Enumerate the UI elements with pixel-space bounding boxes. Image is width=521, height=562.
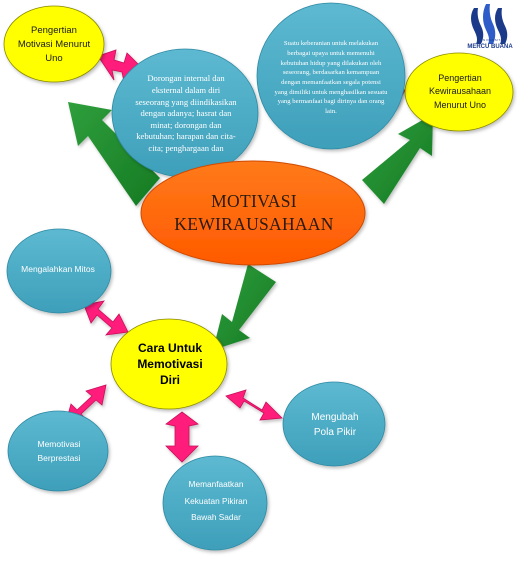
- kewirausahaan-def-circle: [256, 2, 406, 150]
- way-label-mitos: Mengalahkan Mitos: [21, 264, 95, 275]
- pink-arrow-bawah-sadar: [165, 411, 199, 463]
- pink-arrow-mitos: [83, 300, 129, 336]
- way-label-bawah-sadar: Memanfaatkan Kekuatan Pikiran Bawah Sada…: [184, 479, 248, 523]
- mercu-buana-logo-icon: [471, 4, 508, 44]
- center-title: MOTIVASI KEWIRAUSAHAAN: [174, 191, 334, 234]
- way-label-pola-pikir: Mengubah Pola Pikir: [311, 411, 359, 439]
- motivasi-title-bubble: [3, 5, 105, 83]
- motivasi-def-text: Dorongan internal dan eksternal dalam di…: [135, 73, 237, 153]
- way-label-berprestasi: Memotivasi Berprestasi: [37, 438, 81, 463]
- logo-university-label: UNIVERSITAS: [480, 38, 506, 42]
- green-arrow-to-hub: [213, 264, 276, 350]
- pink-arrow-pola-pikir: [225, 389, 283, 421]
- logo-name: MERCU BUANA: [467, 44, 513, 50]
- kewirausahaan-title: Pengertian Kewirausahaan Menurut Uno: [428, 73, 492, 110]
- center-ellipse: [140, 160, 366, 266]
- green-arrow-to-motivasi: [68, 102, 160, 206]
- kewirausahaan-title-bubble: [404, 52, 514, 132]
- kewirausahaan-def-text: Suatu keberanian untuk melakukan berbaga…: [274, 40, 388, 116]
- green-arrow-to-kewirausahaan: [362, 114, 433, 204]
- motivasi-title: Pengertian Motivasi Menurut Uno: [17, 25, 91, 64]
- way-circle-mitos: [6, 228, 112, 314]
- way-circle-berprestasi: [7, 410, 109, 492]
- way-circle-pola-pikir: [282, 381, 386, 467]
- hub-label: Cara Untuk Memotivasi Diri: [137, 340, 203, 388]
- way-circle-bawah-sadar: [162, 455, 268, 551]
- hub-bubble: [110, 318, 228, 410]
